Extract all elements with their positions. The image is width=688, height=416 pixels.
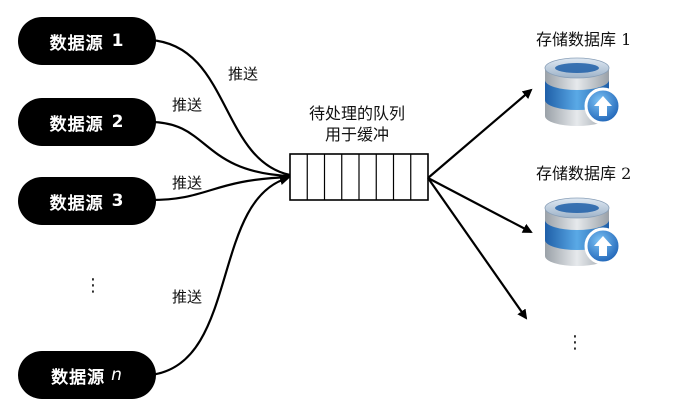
data-source-index: n: [111, 365, 123, 385]
database-icon: [544, 57, 622, 126]
database-icon: [544, 197, 622, 266]
data-source-index: 1: [111, 31, 125, 51]
output-arrow-2: [427, 177, 533, 233]
data-source-index: 2: [111, 112, 125, 132]
push-connector-3: [149, 175, 291, 202]
output-arrow-3: [427, 177, 528, 320]
data-source-n: 数据源 n: [18, 351, 156, 399]
queue-buffer: [289, 153, 429, 201]
data-source-ellipsis: ⋮: [84, 275, 102, 296]
push-connector-n: [149, 175, 290, 377]
push-label-3: 推送: [172, 174, 203, 192]
database-ellipsis: ⋮: [566, 332, 584, 353]
data-source-3: 数据源 3: [18, 177, 156, 225]
data-source-label: 数据源: [49, 193, 104, 214]
push-connector-1: [149, 38, 291, 177]
output-arrow-1: [427, 88, 533, 179]
data-source-2: 数据源 2: [18, 98, 156, 146]
queue-title-line-1: 待处理的队列: [308, 104, 405, 123]
data-source-label: 数据源: [51, 367, 106, 388]
push-label-n: 推送: [172, 288, 203, 306]
data-source-1: 数据源 1: [18, 17, 156, 65]
queue-title: 待处理的队列 用于缓冲: [282, 103, 432, 145]
push-label-1: 推送: [228, 65, 259, 83]
data-source-index: 3: [111, 191, 125, 211]
push-label-2: 推送: [172, 96, 203, 114]
queue-title-line-2: 用于缓冲: [324, 125, 389, 144]
database-label-1: 存储数据库 1: [536, 30, 632, 49]
push-connector-2: [149, 120, 291, 178]
data-source-label: 数据源: [49, 114, 104, 135]
data-source-label: 数据源: [49, 33, 104, 54]
database-label-2: 存储数据库 2: [536, 164, 632, 183]
